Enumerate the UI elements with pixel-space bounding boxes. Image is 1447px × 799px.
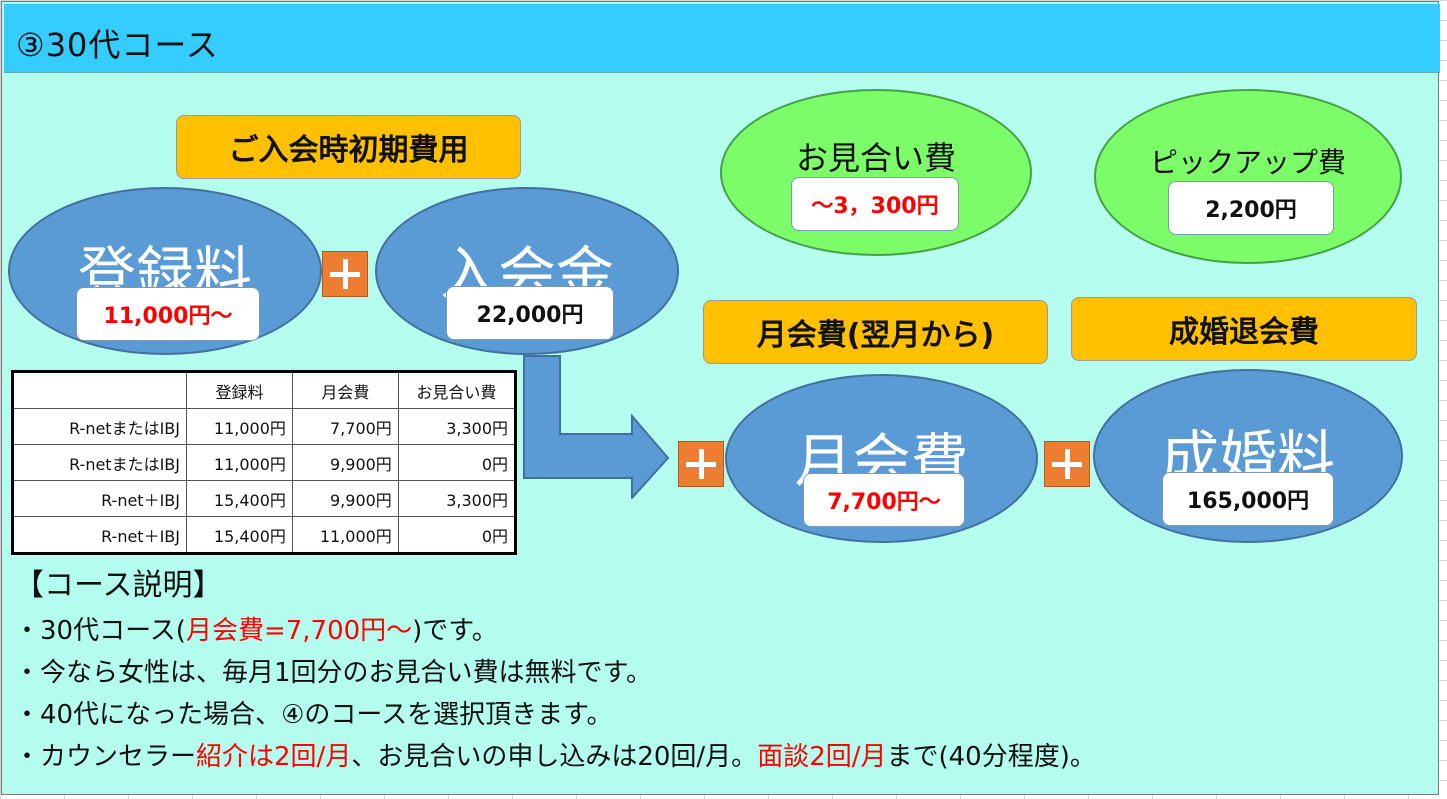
monthly-fee-price: 7,700円～ <box>803 473 965 527</box>
table-row: R-net＋IBJ 15,400円 11,000円 0円 <box>12 516 517 554</box>
table-header-cell: 月会費 <box>291 371 399 409</box>
description-highlight: 面談2回/月 <box>757 742 887 772</box>
description-line-3: ・40代になった場合、④のコースを選択頂きます。 <box>14 700 613 730</box>
pickup-fee-title: ピックアップ費 <box>1149 146 1346 179</box>
table-header-row: 登録料 月会費 お見合い費 <box>12 371 517 409</box>
table-cell: 11,000円 <box>186 408 293 445</box>
table-cell: R-net＋IBJ <box>12 480 187 517</box>
table-header-cell <box>12 371 187 409</box>
table-cell: 15,400円 <box>186 516 293 554</box>
course-header: ③30代コース <box>4 4 1440 73</box>
description-line-2: ・今なら女性は、毎月1回分のお見合い費は無料です。 <box>14 658 652 688</box>
plus-icon <box>1044 441 1090 487</box>
initial-fee-label: ご入会時初期費用 <box>176 115 521 179</box>
table-cell: 3,300円 <box>397 408 517 445</box>
table-cell: R-netまたはIBJ <box>12 408 187 445</box>
table-cell: 7,700円 <box>291 408 399 445</box>
table-cell: 0円 <box>397 516 517 554</box>
registration-fee-price: 11,000円～ <box>76 287 260 341</box>
fee-table: 登録料 月会費 お見合い費 R-netまたはIBJ 11,000円 7,700円… <box>11 370 517 555</box>
plus-icon <box>322 251 368 297</box>
description-heading: 【コース説明】 <box>14 568 223 603</box>
matchmaking-fee-ellipse: お見合い費 <box>720 89 1032 256</box>
table-cell: 9,900円 <box>291 480 399 517</box>
description-text: まで(40分程度)。 <box>886 742 1096 772</box>
admission-fee-ellipse: 入会金 <box>375 187 679 355</box>
matchmaking-fee-price: ～3，300円 <box>791 177 959 231</box>
table-cell: 9,900円 <box>291 444 399 481</box>
description-line-1: ・30代コース(月会費=7,700円～)です。 <box>14 610 498 647</box>
admission-fee-price: 22,000円 <box>446 286 614 340</box>
marriage-fee-price: 165,000円 <box>1162 472 1334 526</box>
description-text: ・カウンセラー <box>14 742 197 772</box>
table-cell: 11,000円 <box>291 516 399 554</box>
table-row: R-netまたはIBJ 11,000円 7,700円 3,300円 <box>12 408 517 445</box>
monthly-fee-label: 月会費(翌月から) <box>703 300 1048 364</box>
pickup-fee-price: 2,200円 <box>1168 181 1334 235</box>
table-cell: 11,000円 <box>186 444 293 481</box>
page-title: ③30代コース <box>16 26 219 64</box>
table-cell: R-net＋IBJ <box>12 516 187 554</box>
description-text: )です。 <box>412 616 498 646</box>
pickup-fee-ellipse: ピックアップ費 <box>1094 89 1402 264</box>
description-text: 、お見合いの申し込みは20回/月。 <box>351 742 758 772</box>
table-cell: 15,400円 <box>186 480 293 517</box>
table-cell: 3,300円 <box>397 480 517 517</box>
arrow-icon <box>523 355 670 499</box>
description-highlight: 月会費=7,700円～ <box>185 616 413 646</box>
table-header-cell: 登録料 <box>186 371 293 409</box>
monthly-fee-ellipse: 月会費 <box>725 374 1038 543</box>
table-row: R-net＋IBJ 15,400円 9,900円 3,300円 <box>12 480 517 517</box>
matchmaking-fee-title: お見合い費 <box>795 139 956 177</box>
table-header-cell: お見合い費 <box>397 371 517 409</box>
description-text: ・30代コース( <box>14 616 186 646</box>
table-row: R-netまたはIBJ 11,000円 9,900円 0円 <box>12 444 517 481</box>
marriage-exit-fee-label: 成婚退会費 <box>1071 297 1417 361</box>
plus-icon <box>678 441 724 487</box>
table-cell: 0円 <box>397 444 517 481</box>
table-cell: R-netまたはIBJ <box>12 444 187 481</box>
description-line-4: ・カウンセラー紹介は2回/月、お見合いの申し込みは20回/月。面談2回/月まで(… <box>14 736 1096 773</box>
description-highlight: 紹介は2回/月 <box>196 742 352 772</box>
